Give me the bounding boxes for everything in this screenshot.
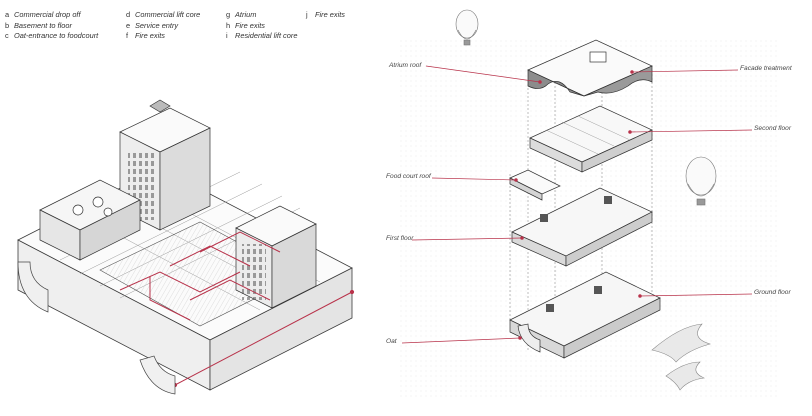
- site-edges: [17, 261, 176, 395]
- layer-atrium-roof: [527, 39, 653, 97]
- bird-large-icon: [651, 323, 712, 363]
- hot-air-balloon-left-icon: [455, 9, 479, 46]
- label-atrium-roof: Atrium roof: [389, 62, 422, 69]
- label-ground-floor: Ground floor: [754, 289, 791, 296]
- hot-air-balloon-right-icon: [685, 156, 717, 206]
- label-food-court-roof: Food court roof: [386, 173, 431, 180]
- layer-food-court-roof: [509, 169, 561, 201]
- layer-second-floor: [529, 105, 653, 173]
- leader-lines-left: [401, 65, 542, 344]
- label-facade-treatment: Facade treatment: [740, 65, 792, 72]
- residential-tower: [235, 205, 317, 309]
- label-first-floor: First floor: [386, 235, 414, 242]
- bird-small-icon: [665, 361, 706, 391]
- circulation-paths: [119, 231, 355, 388]
- layer-first-floor: [511, 187, 653, 267]
- layer-ground-floor: [509, 271, 661, 359]
- alignment-guides: [509, 66, 653, 350]
- label-oat: Oat: [386, 338, 397, 345]
- label-second-floor: Second floor: [754, 125, 792, 132]
- leader-lines-right: [628, 69, 753, 298]
- podium-block-west: [39, 179, 141, 261]
